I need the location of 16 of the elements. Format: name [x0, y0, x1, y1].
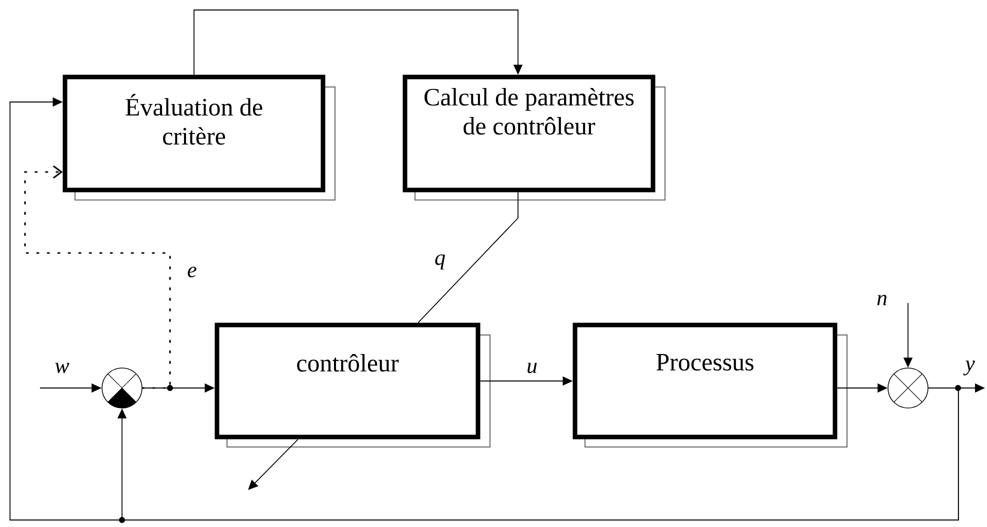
process-box: Calcul de paramètres de contrôleur	[402, 74, 666, 200]
summing-junction	[102, 368, 142, 408]
edge-label: u	[528, 362, 537, 374]
summing-junction	[888, 368, 928, 408]
edge-label: n	[877, 294, 887, 306]
process-box: contrôleur	[214, 322, 490, 448]
edge-label: y	[963, 360, 975, 376]
arrow	[10, 97, 959, 520]
process-box: Évaluation de critère	[62, 74, 336, 200]
arrow	[24, 165, 171, 389]
arrow	[194, 10, 523, 76]
edge-label: q	[435, 254, 445, 270]
edge-label: e	[188, 266, 196, 278]
process-box: Processus	[572, 322, 848, 448]
arrow	[248, 438, 298, 490]
edge-label: w	[55, 362, 70, 374]
